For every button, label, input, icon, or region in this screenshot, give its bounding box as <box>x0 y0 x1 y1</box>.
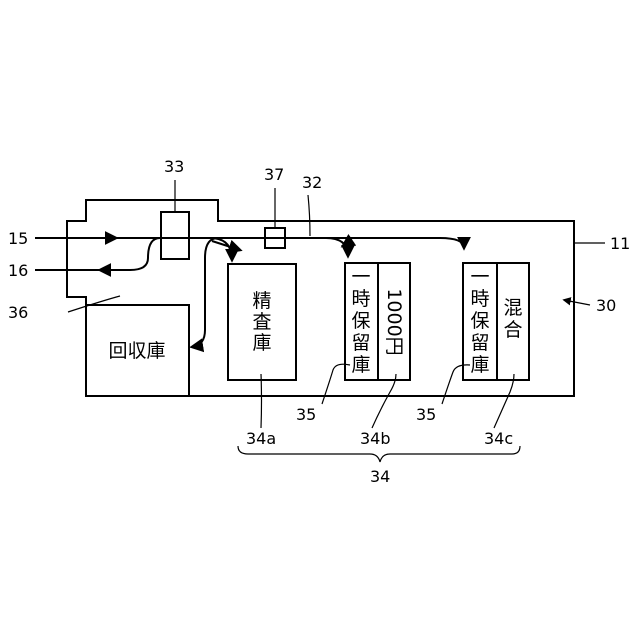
branch-to-temp-c <box>440 238 464 248</box>
temp-hold-b-char-4: 留 <box>351 332 370 354</box>
return-path-16 <box>100 238 160 270</box>
temp-hold-c-char-3: 保 <box>470 310 489 332</box>
ref-34b: 34b <box>360 429 391 448</box>
ref-32: 32 <box>302 173 322 192</box>
ref-34c: 34c <box>484 429 513 448</box>
temp-hold-c-char-1: 一 <box>470 266 489 288</box>
temp-hold-c-char-5: 庫 <box>470 354 489 376</box>
audit-box-char-3: 庫 <box>252 332 271 354</box>
denomination-b-label: 1000円 <box>383 288 405 355</box>
collection-box-label: 回収庫 <box>108 340 165 362</box>
ref-34: 34 <box>370 467 390 486</box>
ref-33: 33 <box>164 157 184 176</box>
ref-11: 11 <box>610 234 630 253</box>
ref-35-right: 35 <box>416 405 436 424</box>
temp-hold-b-char-1: 一 <box>351 266 370 288</box>
leader-34c <box>494 374 514 428</box>
temp-hold-b-char-3: 保 <box>351 310 370 332</box>
ref-35-left: 35 <box>296 405 316 424</box>
detector-33 <box>161 212 189 259</box>
ref-16: 16 <box>8 261 28 280</box>
ref-37: 37 <box>264 165 284 184</box>
path-to-collection <box>192 238 218 347</box>
temp-hold-b-char-2: 時 <box>351 288 370 310</box>
temp-hold-c-char-4: 留 <box>470 332 489 354</box>
temp-hold-b-char-5: 庫 <box>351 354 370 376</box>
mixed-c-char-1: 混 <box>503 297 522 319</box>
audit-box-char-1: 精 <box>252 290 271 312</box>
ref-15: 15 <box>8 229 28 248</box>
leader-32 <box>308 195 310 236</box>
audit-box-char-2: 査 <box>252 311 271 333</box>
leader-30 <box>564 300 590 305</box>
group-brace-34 <box>238 446 520 462</box>
mixed-c-char-2: 合 <box>503 319 522 341</box>
ref-30: 30 <box>596 296 616 315</box>
ref-34a: 34a <box>246 429 276 448</box>
temp-hold-c-char-2: 時 <box>470 288 489 310</box>
branch-to-temp-b <box>326 238 348 256</box>
leader-34a <box>261 374 262 428</box>
ref-36: 36 <box>8 303 28 322</box>
leader-34b <box>372 374 396 428</box>
